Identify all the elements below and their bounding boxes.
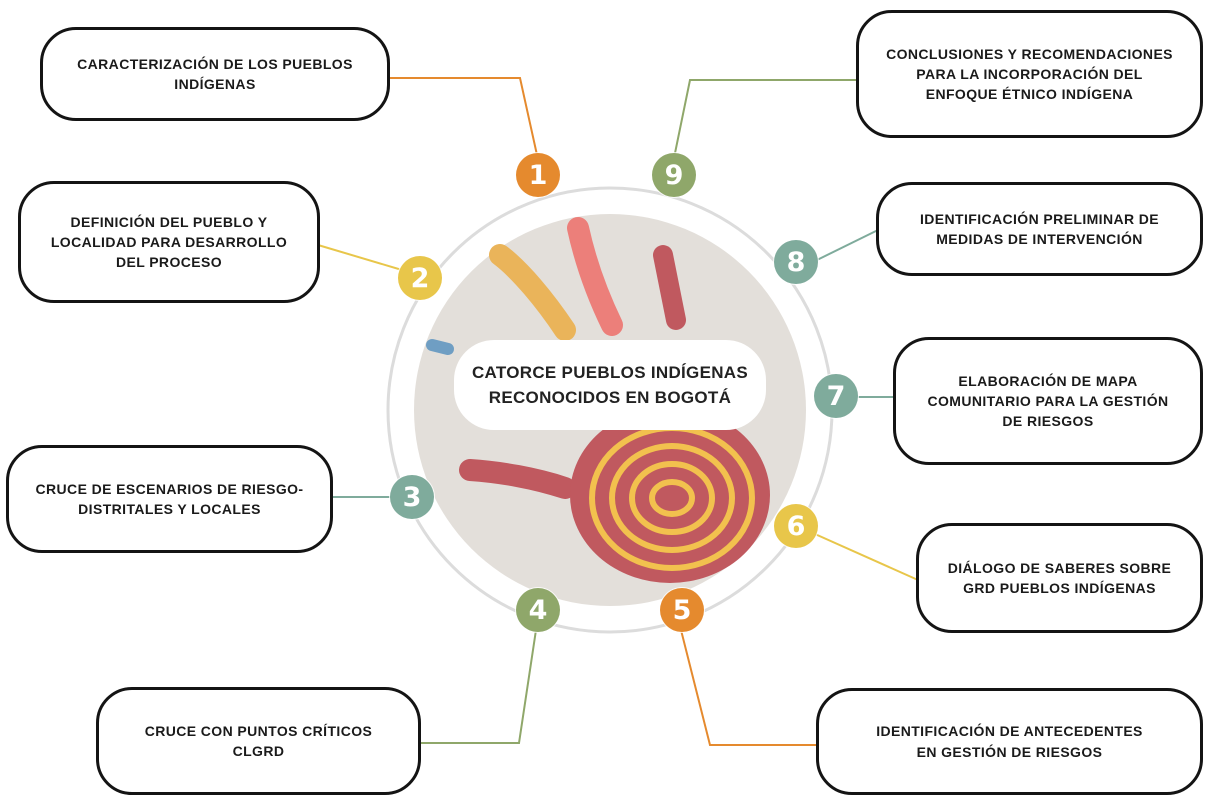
step-box-4: CRUCE CON PUNTOS CRÍTICOS CLGRD bbox=[96, 687, 421, 795]
connector-1 bbox=[388, 77, 538, 156]
step-badge-3: 3 bbox=[390, 475, 434, 519]
thumb-red bbox=[459, 459, 576, 499]
finger-red bbox=[653, 245, 686, 330]
step-label-2: DEFINICIÓN DEL PUEBLO Y LOCALIDAD PARA D… bbox=[50, 213, 288, 271]
step-number-1: 1 bbox=[528, 159, 548, 191]
step-label-6: DIÁLOGO DE SABERES SOBRE GRD PUEBLOS IND… bbox=[947, 559, 1172, 596]
step-number-4: 4 bbox=[528, 594, 548, 626]
step-badge-7: 7 bbox=[814, 374, 858, 418]
step-box-2: DEFINICIÓN DEL PUEBLO Y LOCALIDAD PARA D… bbox=[18, 181, 320, 303]
step-box-3: CRUCE DE ESCENARIOS DE RIESGO- DISTRITAL… bbox=[6, 445, 333, 553]
step-badge-6: 6 bbox=[774, 504, 818, 548]
finger-blue bbox=[426, 339, 454, 355]
step-box-7: ELABORACIÓN DE MAPA COMUNITARIO PARA LA … bbox=[893, 337, 1203, 465]
step-label-8: IDENTIFICACIÓN PRELIMINAR DE MEDIDAS DE … bbox=[919, 210, 1160, 247]
connector-5 bbox=[680, 629, 818, 746]
step-box-5: IDENTIFICACIÓN DE ANTECEDENTES EN GESTIÓ… bbox=[816, 688, 1203, 795]
step-number-5: 5 bbox=[672, 594, 692, 626]
step-box-8: IDENTIFICACIÓN PRELIMINAR DE MEDIDAS DE … bbox=[876, 182, 1203, 276]
step-box-6: DIÁLOGO DE SABERES SOBRE GRD PUEBLOS IND… bbox=[916, 523, 1203, 633]
center-title: CATORCE PUEBLOS INDÍGENAS RECONOCIDOS EN… bbox=[454, 340, 766, 430]
finger-pink bbox=[567, 217, 623, 336]
step-number-8: 8 bbox=[786, 246, 806, 278]
connector-8 bbox=[816, 229, 879, 261]
step-label-7: ELABORACIÓN DE MAPA COMUNITARIO PARA LA … bbox=[927, 372, 1169, 430]
step-badge-5: 5 bbox=[660, 588, 704, 632]
step-label-9: CONCLUSIONES Y RECOMENDACIONES PARA LA I… bbox=[886, 45, 1173, 103]
connector-9 bbox=[673, 79, 858, 159]
step-badge-1: 1 bbox=[516, 153, 560, 197]
step-box-9: CONCLUSIONES Y RECOMENDACIONES PARA LA I… bbox=[856, 10, 1203, 138]
step-number-9: 9 bbox=[664, 159, 684, 191]
finger-yellow bbox=[489, 244, 576, 341]
step-badge-4: 4 bbox=[516, 588, 560, 632]
palm-spiral bbox=[589, 425, 755, 571]
palm bbox=[570, 407, 770, 583]
connector-2 bbox=[317, 244, 403, 271]
step-label-1: CARACTERIZACIÓN DE LOS PUEBLOS INDÍGENAS bbox=[77, 55, 353, 92]
connector-4 bbox=[419, 629, 537, 744]
step-number-3: 3 bbox=[402, 481, 422, 513]
step-box-1: CARACTERIZACIÓN DE LOS PUEBLOS INDÍGENAS bbox=[40, 27, 390, 121]
connectors bbox=[317, 77, 919, 746]
step-label-5: IDENTIFICACIÓN DE ANTECEDENTES EN GESTIÓ… bbox=[876, 723, 1143, 760]
connector-6 bbox=[805, 529, 919, 581]
handprint-illustration bbox=[426, 217, 770, 583]
step-number-2: 2 bbox=[410, 262, 430, 294]
step-badge-2: 2 bbox=[398, 256, 442, 300]
step-label-3: CRUCE DE ESCENARIOS DE RIESGO- DISTRITAL… bbox=[35, 480, 304, 517]
step-number-7: 7 bbox=[826, 380, 846, 412]
center-title-text: CATORCE PUEBLOS INDÍGENAS RECONOCIDOS EN… bbox=[471, 362, 749, 408]
step-label-4: CRUCE CON PUNTOS CRÍTICOS CLGRD bbox=[144, 722, 373, 759]
step-number-6: 6 bbox=[786, 510, 806, 542]
step-badge-9: 9 bbox=[652, 153, 696, 197]
step-badge-8: 8 bbox=[774, 240, 818, 284]
